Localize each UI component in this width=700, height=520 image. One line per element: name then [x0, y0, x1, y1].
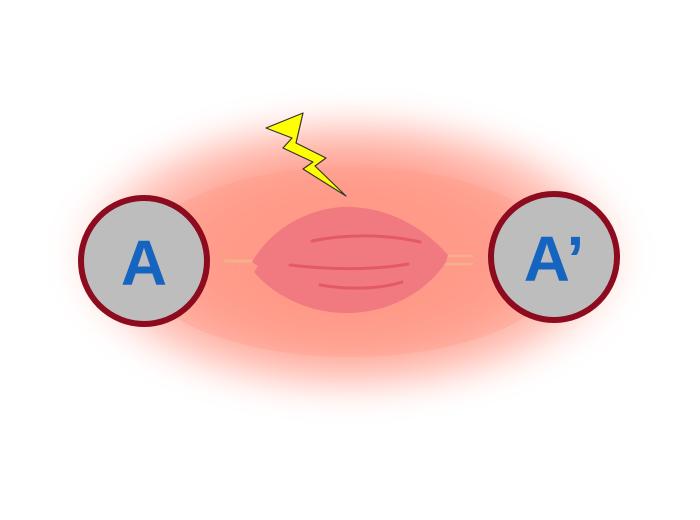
lightning-bolt-icon [265, 112, 347, 197]
muscle-icon [252, 206, 448, 314]
node-a-prime-circle [488, 191, 620, 323]
muscle-fiber-1 [310, 234, 422, 244]
node-a-circle [78, 195, 210, 327]
node-a-prime-label: A’ [524, 223, 584, 295]
node-a-prime: A’ [488, 191, 620, 323]
node-a: A [78, 195, 210, 327]
muscle-belly [252, 206, 448, 314]
muscle-fiber-3 [318, 280, 404, 290]
node-a-label: A [121, 227, 167, 299]
muscle-fiber-2 [288, 262, 410, 271]
